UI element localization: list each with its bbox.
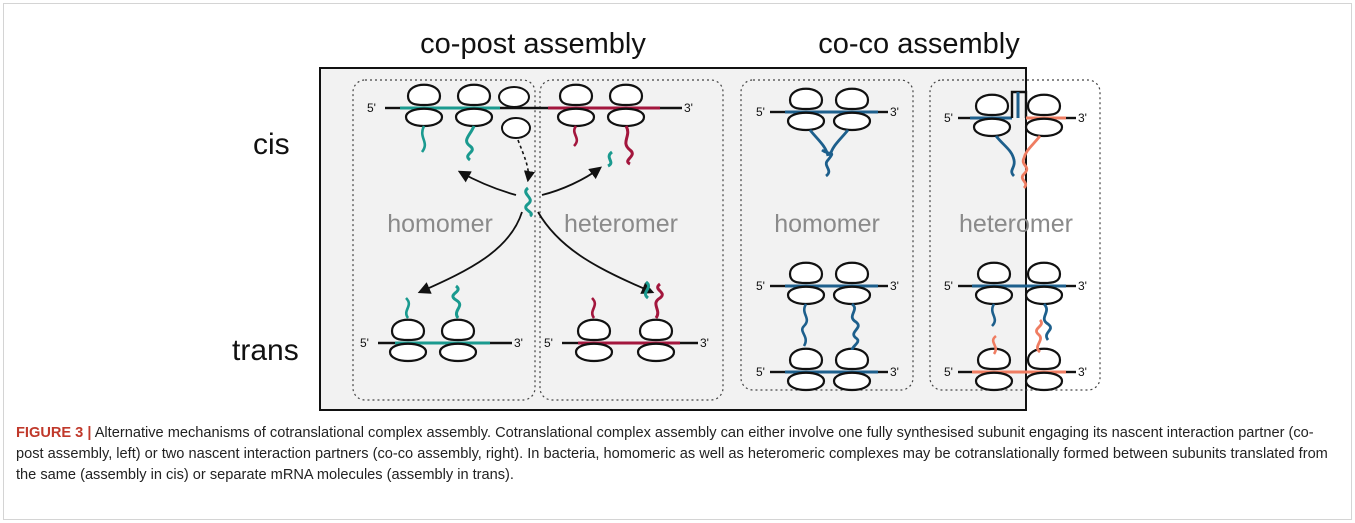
svg-text:5': 5' [544,336,553,350]
svg-text:5': 5' [367,101,376,115]
figure-diagram: co-post assembly co-co assembly cis tran… [232,28,1101,411]
svg-text:3': 3' [700,336,709,350]
svg-text:3': 3' [890,105,899,119]
svg-text:5': 5' [944,111,953,125]
panel-label-post-heteromer: heteromer [564,210,678,238]
panel-label-coco-homomer: homomer [774,210,880,238]
figure-caption-label: FIGURE 3 | [16,425,92,441]
svg-text:5': 5' [360,336,369,350]
row-label-cis: cis [253,128,290,161]
svg-text:3': 3' [890,279,899,293]
svg-text:5': 5' [944,365,953,379]
svg-text:5': 5' [944,279,953,293]
panel-box-post-heteromer [539,79,724,401]
panel-label-post-homomer: homomer [387,210,493,238]
figure-caption-text: Alternative mechanisms of cotranslationa… [16,425,1328,483]
header-co-co: co-co assembly [818,28,1020,60]
svg-text:3': 3' [1078,365,1087,379]
panel-box-coco-homomer [740,79,914,391]
header-co-post: co-post assembly [420,28,646,60]
svg-text:3': 3' [1078,279,1087,293]
svg-text:3': 3' [1078,111,1087,125]
svg-text:5': 5' [756,365,765,379]
svg-text:5': 5' [756,279,765,293]
svg-text:3': 3' [684,101,693,115]
svg-text:5': 5' [756,105,765,119]
cis-post-mrna: 5' 3' [367,101,693,115]
row-label-trans: trans [232,334,299,367]
panel-label-coco-heteromer: heteromer [959,210,1073,238]
panel-box-post-homomer [352,79,536,401]
svg-text:3': 3' [514,336,523,350]
figure-caption: FIGURE 3 | Alternative mechanisms of cot… [16,423,1336,486]
coco-trans-heteromer-mrna: 5' 3' 5' 3' [944,279,1087,379]
svg-text:3': 3' [890,365,899,379]
